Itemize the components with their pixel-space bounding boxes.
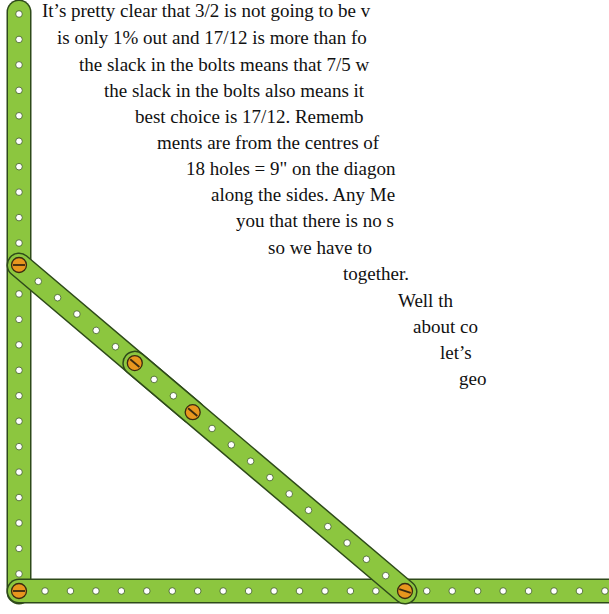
strip-hole [16,240,23,247]
strip-hole [500,588,507,595]
strip-hole [16,11,23,18]
strip-hole [16,443,23,450]
bolt-slot [130,359,139,367]
strip-hole [271,588,278,595]
strip-hole [67,588,74,595]
strip-hole [209,425,216,432]
bolt-slot [13,590,25,592]
strip-hole [16,418,23,425]
bolt-head [398,584,413,599]
strip-hole [16,367,23,374]
text-line: along the sides. Any Me [211,184,395,206]
strip-hole [16,469,23,476]
text-line: best choice is 17/12. Rememb [135,106,363,128]
text-line: the slack in the bolts means that 7/5 w [79,54,369,76]
strip-hole [344,540,351,547]
text-line: is only 1% out and 17/12 is more than fo [57,27,367,49]
horizontal-strip-edge [19,579,609,604]
strip-hole [16,291,23,298]
strip-hole [551,588,558,595]
text-line: ments are from the centres of [157,132,379,154]
text-line: let’s [440,342,472,364]
strip-hole [16,163,23,170]
strip-hole [16,494,23,501]
strip-hole [16,342,23,349]
text-line: It’s pretty clear that 3/2 is not going … [42,0,370,22]
text-line: Well th [398,290,453,312]
strip-hole [16,571,23,578]
strip-hole [170,393,177,400]
strip-hole [16,87,23,94]
horizontal-strip [19,580,609,602]
strip-hole [16,214,23,221]
strip-hole [144,588,151,595]
strip-hole [449,588,456,595]
bolt-slot [399,589,410,593]
vertical-strip-edge [7,12,32,592]
strip-hole [112,343,119,350]
strip-hole [474,588,481,595]
bolt-head [127,356,142,371]
bolt-slot [188,408,197,416]
bolt-head [185,405,200,420]
strip-hole [228,442,235,449]
strip-hole [423,588,430,595]
strip-hole [16,62,23,69]
strip-hole [151,376,158,383]
strip-hole [602,588,609,595]
strip-hole [322,588,329,595]
text-line: you that there is no s [236,210,394,232]
strip-hole [247,458,254,465]
strip-hole [16,138,23,145]
bolt-head [12,258,27,273]
strip-hole [93,327,100,334]
text-line: the slack in the bolts also means it [104,80,364,102]
strip-hole [576,588,583,595]
strip-hole [286,491,293,498]
strip-hole [382,572,389,579]
strip-hole [347,588,354,595]
strip-hole [118,588,125,595]
strip-hole [220,588,227,595]
strip-hole [373,588,380,595]
strip-hole [296,588,303,595]
strip-hole [169,588,176,595]
strip-hole [194,588,201,595]
diagonal-strip-edge [135,363,405,592]
text-line: about co [413,316,478,338]
strip-hole [305,507,312,514]
strip-hole [16,392,23,399]
strip-hole [16,545,23,552]
strip-hole [363,556,370,563]
strip-hole [35,278,42,285]
bolt-head [12,584,27,599]
strip-hole [54,294,61,301]
text-line: 18 holes = 9" on the diagon [186,158,396,180]
strip-hole [525,588,532,595]
strip-hole [93,588,100,595]
strip-hole [325,523,332,530]
vertical-strip [8,12,30,592]
strip-hole [16,36,23,43]
strip-hole [170,393,177,400]
text-line: so we have to [268,237,372,259]
strip-hole [16,189,23,196]
strip-hole [42,588,49,595]
strip-hole [245,588,252,595]
text-line: geo [459,368,486,390]
strip-hole [74,311,81,318]
bolt-slot [13,264,25,266]
strip-hole [16,316,23,323]
strip-hole [16,520,23,527]
strip-hole [267,474,274,481]
diagonal-strip [135,363,405,592]
strip-hole [16,113,23,120]
strip-hole [151,376,158,383]
text-line: together. [343,263,409,285]
